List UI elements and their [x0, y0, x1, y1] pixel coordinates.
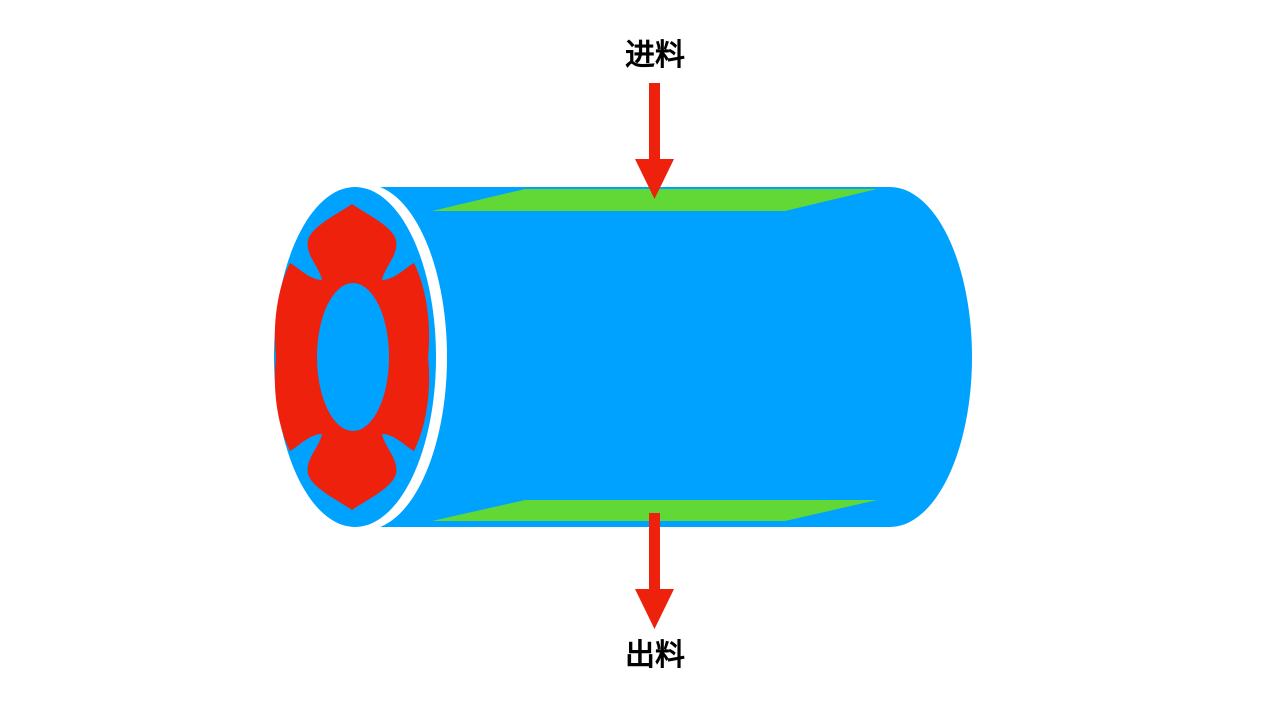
- feed-out-arrow-icon: [635, 513, 674, 629]
- feed-in-label: 进料: [625, 38, 685, 73]
- feed-out-label: 出料: [625, 638, 685, 673]
- top-green-strip: [432, 189, 877, 211]
- cylinder-body: [355, 187, 972, 527]
- maltese-cross-rotor-icon: [274, 204, 430, 510]
- feed-in-arrow-icon: [635, 83, 674, 199]
- bottom-green-strip: [432, 500, 877, 521]
- end-cap: [274, 187, 436, 527]
